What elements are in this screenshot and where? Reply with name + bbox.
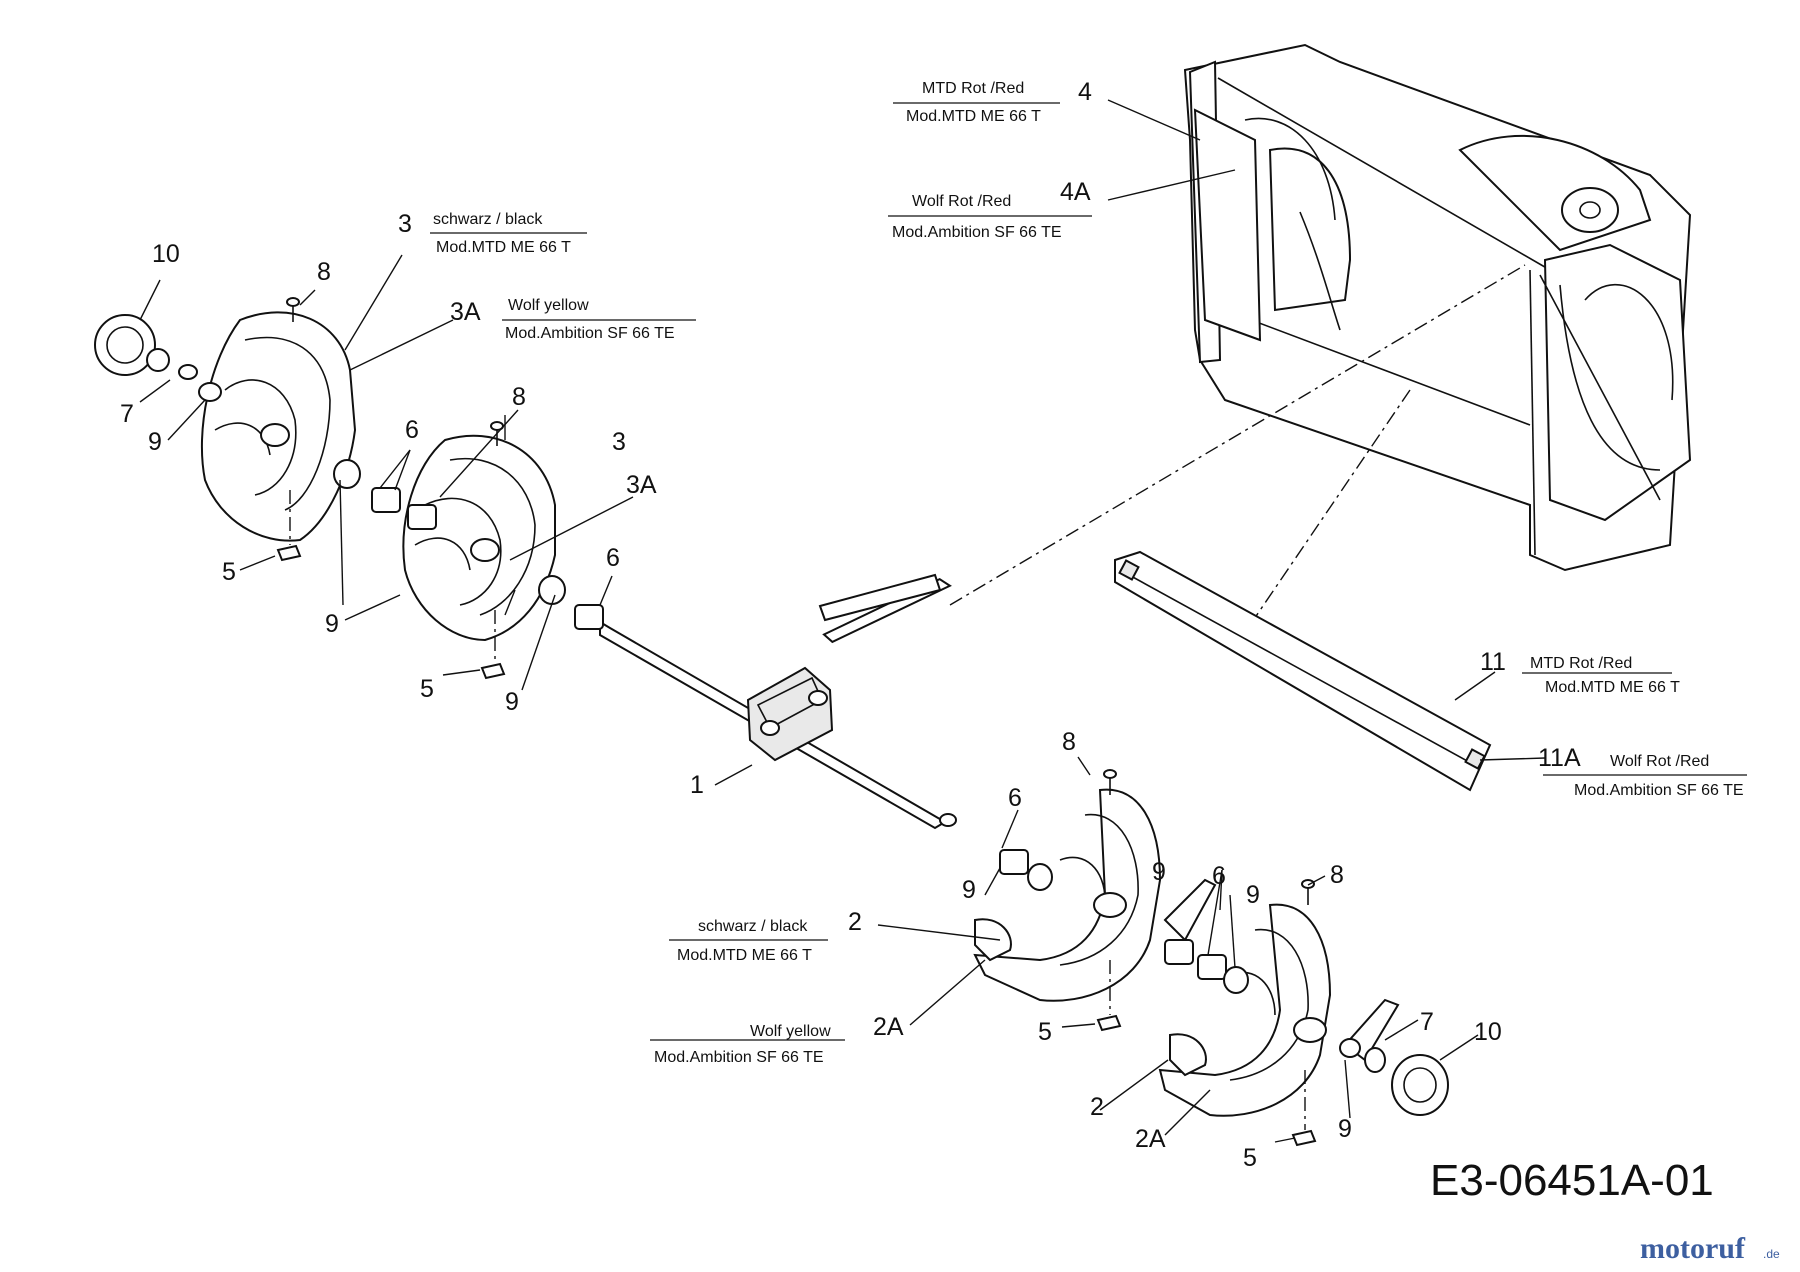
callout-9-right-a: 9 [962,876,976,904]
callout-9-right-b: 9 [1152,858,1166,886]
callout-10-left: 10 [152,240,180,268]
variant-caption-4a: Wolf Rot /Red Mod.Ambition SF 66 TE [888,193,1092,241]
callout-5-right-a: 5 [1038,1018,1052,1046]
spacer-left-a [371,487,401,513]
callout-1: 1 [690,771,704,799]
callout-2-lower: 2 [1090,1093,1104,1121]
svg-text:Mod.MTD ME 66 T: Mod.MTD ME 66 T [1545,679,1680,696]
leader-lines [139,99,1546,1143]
svg-text:MTD Rot /Red: MTD Rot /Red [922,80,1024,97]
callout-8-right-b: 8 [1330,861,1344,889]
auger-spiral-left-outer [200,311,357,542]
callout-2-upper: 2 [848,908,862,936]
svg-text:Mod.Ambition SF 66 TE: Mod.Ambition SF 66 TE [892,224,1062,241]
svg-text:Wolf Rot /Red: Wolf Rot /Red [1610,753,1709,770]
callout-7-right: 7 [1420,1008,1434,1036]
callout-5-right-b: 5 [1243,1144,1257,1172]
svg-text:schwarz / black: schwarz / black [433,211,543,228]
svg-text:Mod.Ambition SF 66 TE: Mod.Ambition SF 66 TE [505,325,675,342]
callout-3-top: 3 [398,210,412,238]
auger-spiral-right-outer [1158,903,1400,1117]
callout-9-right-c: 9 [1246,881,1260,909]
callout-6-right-a: 6 [1008,784,1022,812]
svg-text:Mod.Ambition SF 66 TE: Mod.Ambition SF 66 TE [1574,782,1744,799]
callout-6-left-b: 6 [606,544,620,572]
callout-8-right-a: 8 [1062,728,1076,756]
callout-8-left-b: 8 [512,383,526,411]
auger-housing [1183,43,1692,572]
callout-3a-top: 3A [450,298,481,326]
svg-text:motoruf: motoruf [1640,1232,1746,1265]
bearing-flange-left [94,314,222,402]
svg-text:schwarz / black: schwarz / black [698,918,808,935]
bearing-flange-right [1339,1038,1449,1116]
callout-6-left-a: 6 [405,416,419,444]
spacer-right-b [1164,939,1194,965]
variant-caption-11a: Wolf Rot /Red Mod.Ambition SF 66 TE [1543,753,1747,799]
callout-4a: 4A [1060,178,1091,206]
callout-8-left-a: 8 [317,258,331,286]
spacer-right-c [1197,954,1227,980]
variant-caption-3: schwarz / black Mod.MTD ME 66 T [430,211,587,256]
variant-caption-2a: Wolf yellow Mod.Ambition SF 66 TE [650,1023,845,1066]
callout-2a-upper: 2A [873,1013,904,1041]
callout-2a-lower: 2A [1135,1125,1166,1153]
variant-caption-2: schwarz / black Mod.MTD ME 66 T [669,918,828,964]
callout-7-left: 7 [120,400,134,428]
bushing-left-a [333,459,361,489]
scraper-bar [1114,550,1492,792]
callout-9-right-d: 9 [1338,1115,1352,1143]
callout-9-left-b: 9 [325,610,339,638]
svg-text:.de: .de [1763,1247,1780,1261]
svg-text:MTD Rot /Red: MTD Rot /Red [1530,655,1632,672]
diagram-code: E3-06451A-01 [1430,1156,1714,1205]
bushing-right-b [1223,966,1249,994]
callout-9-left-c: 9 [505,688,519,716]
svg-text:Mod.MTD ME 66 T: Mod.MTD ME 66 T [436,239,571,256]
callout-10-right: 10 [1474,1018,1502,1046]
callout-5-left-b: 5 [420,675,434,703]
svg-text:Wolf yellow: Wolf yellow [750,1023,831,1040]
spacer-left-b [407,504,437,530]
callout-11a: 11A [1538,744,1581,772]
callout-3-mid: 3 [612,428,626,456]
variant-caption-3a: Wolf yellow Mod.Ambition SF 66 TE [502,297,696,342]
bushing-left-b [538,575,566,605]
auger-spiral-right-inner [973,788,1217,1002]
spacer-right-a [999,849,1029,875]
auger-shaft [599,573,957,830]
spacer-left-c [574,604,604,630]
callout-4: 4 [1078,78,1092,106]
auger-spiral-left-inner [402,434,556,642]
variant-caption-4: MTD Rot /Red Mod.MTD ME 66 T [893,80,1060,125]
svg-text:Mod.Ambition SF 66 TE: Mod.Ambition SF 66 TE [654,1049,824,1066]
svg-text:Mod.MTD ME 66 T: Mod.MTD ME 66 T [906,108,1041,125]
callout-9-left-a: 9 [148,428,162,456]
callout-11: 11 [1480,648,1506,676]
svg-text:Wolf yellow: Wolf yellow [508,297,589,314]
svg-text:Mod.MTD ME 66 T: Mod.MTD ME 66 T [677,947,812,964]
callout-6-right-b: 6 [1212,862,1226,890]
variant-caption-11: MTD Rot /Red Mod.MTD ME 66 T [1522,655,1680,696]
svg-text:Wolf Rot /Red: Wolf Rot /Red [912,193,1011,210]
callout-3a-mid: 3A [626,471,657,499]
callout-5-left-a: 5 [222,558,236,586]
bushing-right-a [1027,863,1053,891]
watermark-logo: motoruf .de [1640,1232,1780,1265]
